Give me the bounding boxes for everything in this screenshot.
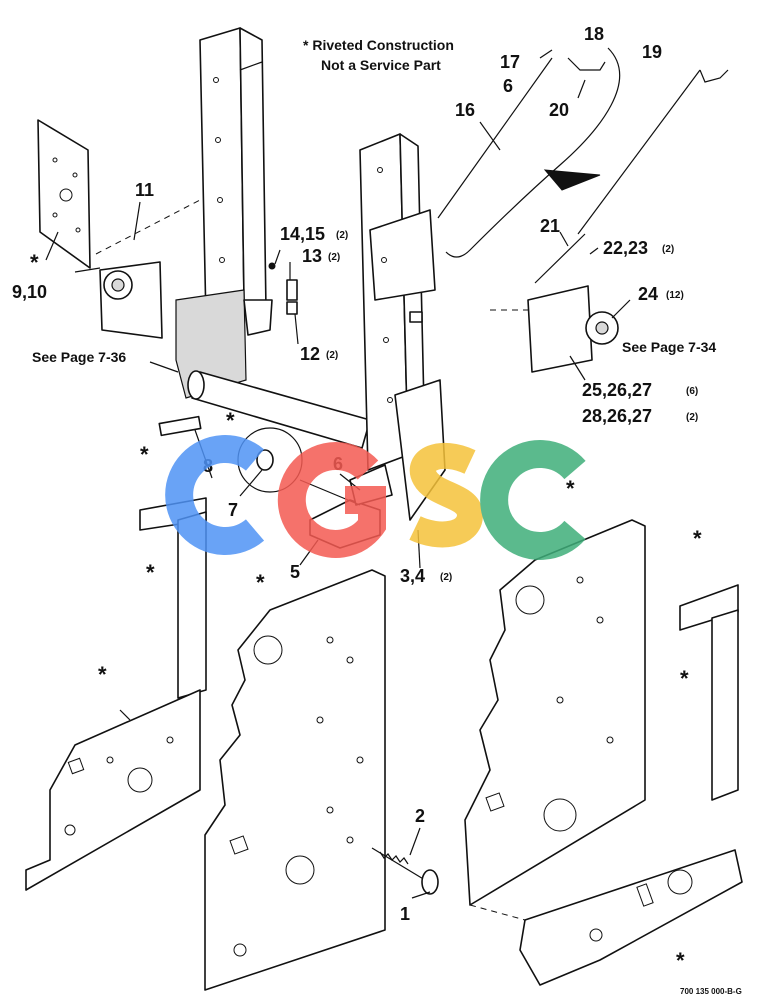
callout-25-26-27: 25,26,27 [582, 380, 652, 400]
callout-9-10: 9,10 [12, 282, 47, 302]
right-bearing-assembly [490, 233, 619, 373]
riveted-markers: * * * * * * * * * * [30, 250, 702, 973]
callout-1: 1 [400, 904, 410, 924]
callout-7: 7 [228, 500, 238, 520]
callout-14-15-qty: (2) [336, 230, 348, 241]
rods [437, 47, 729, 258]
callout-13: 13 [302, 246, 322, 266]
bottom-right-panel [469, 849, 743, 986]
asterisk-1: * [30, 250, 39, 275]
note-line-2: Not a Service Part [321, 57, 441, 73]
callout-22-23-qty: (2) [662, 244, 674, 255]
asterisk-10: * [676, 948, 685, 973]
cross-tube [187, 370, 371, 449]
left-mount-plate [37, 119, 91, 269]
leader-lines [45, 49, 631, 899]
callout-12: 12 [300, 344, 320, 364]
watermark-letter-s [409, 442, 484, 548]
callout-14-15: 14,15 [280, 224, 325, 244]
callout-13-qty: (2) [328, 252, 340, 263]
callout-19: 19 [642, 42, 662, 62]
center-main-panel [204, 569, 386, 991]
callout-24: 24 [638, 284, 658, 304]
cgsc-watermark-logo [165, 435, 586, 560]
callout-12-qty: (2) [326, 350, 338, 361]
watermark-letter-c2 [480, 440, 586, 560]
asterisk-4: * [146, 560, 155, 585]
callout-22-23: 22,23 [603, 238, 648, 258]
callout-16: 16 [455, 100, 475, 120]
callout-21: 21 [540, 216, 560, 236]
callout-24-qty: (12) [666, 290, 684, 301]
asterisk-6: * [256, 570, 265, 595]
callout-3-4: 3,4 [400, 566, 425, 586]
asterisk-3: * [140, 442, 149, 467]
note-line-1: * Riveted Construction [303, 37, 454, 53]
bolt-parts [371, 847, 439, 895]
callout-3-4-qty: (2) [440, 572, 452, 583]
asterisk-7: * [566, 476, 575, 501]
callout-28-26-27: 28,26,27 [582, 406, 652, 426]
watermark-letter-g [277, 442, 386, 558]
see-page-left: See Page 7-36 [32, 349, 126, 365]
asterisk-9: * [680, 666, 689, 691]
latch-parts [268, 262, 298, 315]
callout-17: 17 [500, 52, 520, 72]
callout-5: 5 [290, 562, 300, 582]
center-upright-post [359, 133, 446, 521]
see-page-right: See Page 7-34 [622, 339, 716, 355]
asterisk-2: * [226, 408, 235, 433]
callout-11: 11 [135, 180, 154, 200]
asterisk-8: * [693, 526, 702, 551]
left-bearing-assembly [95, 199, 201, 339]
callout-28-qty: (2) [686, 412, 698, 423]
left-side-panel [25, 497, 207, 891]
left-upright-post [175, 27, 273, 399]
callout-2: 2 [415, 806, 425, 826]
asterisk-5: * [98, 662, 107, 687]
callout-25-qty: (6) [686, 386, 698, 397]
callout-6-top: 6 [503, 76, 513, 96]
callout-18: 18 [584, 24, 604, 44]
drawing-number: 700 135 000-B-G [680, 987, 742, 996]
callout-20: 20 [549, 100, 569, 120]
riveted-construction-note: * Riveted Construction Not a Service Par… [303, 37, 454, 73]
watermark-letter-c1 [165, 435, 265, 555]
right-main-panel [464, 519, 739, 906]
